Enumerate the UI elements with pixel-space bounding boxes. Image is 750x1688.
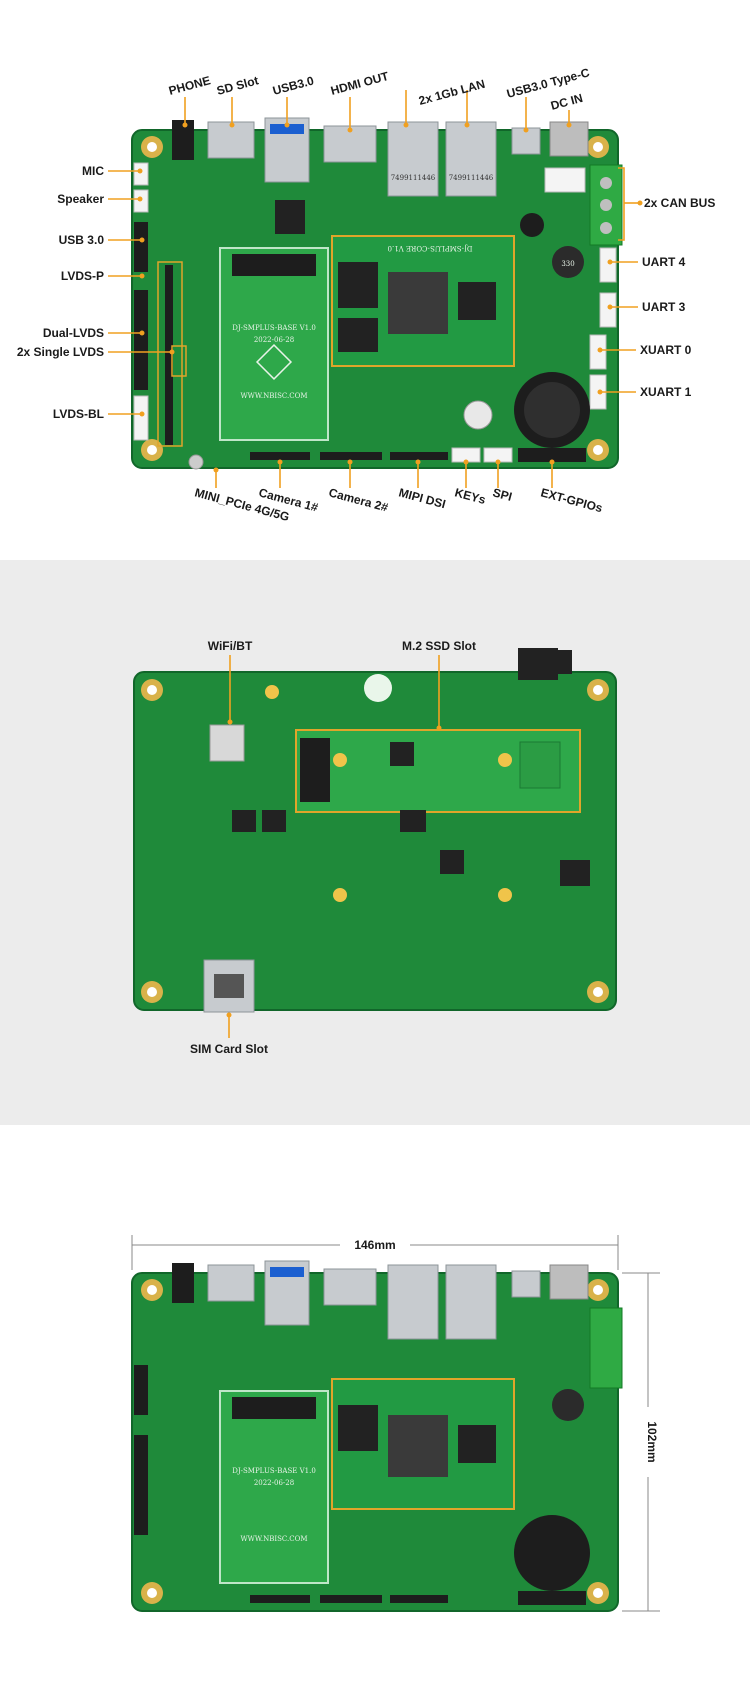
dimension-lines [131,1235,660,1612]
core-module-name: DJ-SMPLUS-CORE V1.0 [388,244,473,252]
lvds-fpc-icon [165,265,173,445]
lvds-header-icon [134,290,148,390]
base-board-name: DJ-SMPLUS-BASE V1.0 [232,1467,316,1475]
lan-port-icon [387,121,439,197]
height-dimension: 102mm [645,1421,659,1462]
camera2-fpc-icon [320,452,382,460]
mounting-hole-icon [587,1279,609,1301]
mounting-hole-icon [587,136,609,158]
bottom-callouts [226,655,442,1038]
label-xuart1: XUART 1 [640,385,692,399]
logo-icon [255,343,293,381]
width-dimension: 146mm [354,1238,395,1252]
mounting-hole-icon [141,1582,163,1604]
audio-jack-icon [172,120,194,160]
xuart0-connector-icon [589,334,607,370]
top-view-diagram: 7499111446 7499111446 DJ-SMPLUS-BASE V1.… [17,65,716,524]
top-board: 7499111446 7499111446 DJ-SMPLUS-BASE V1.… [131,117,623,470]
mounting-hole-icon [141,136,163,158]
label-xuart0: XUART 0 [640,343,692,357]
label-keys: KEYs [453,485,487,507]
label-hdmi-out: HDMI OUT [329,69,391,98]
dimension-board: DJ-SMPLUS-BASE V1.0 2022-06-28 WWW.NBISC… [131,1260,623,1612]
top-callouts [108,90,643,488]
label-wifi-bt: WiFi/BT [208,639,253,653]
lan-part-number: 7499111446 [449,174,494,182]
label-lvds-p: LVDS-P [61,269,104,283]
base-board-date: 2022-06-28 [254,1479,294,1487]
label-camera2: Camera 2# [327,485,390,514]
label-uart3: UART 3 [642,300,686,314]
base-board-url: WWW.NBISC.COM [240,392,307,400]
mounting-hole-icon [141,439,163,461]
bottom-board [133,648,617,1013]
label-lan: 2x 1Gb LAN [417,77,486,108]
mounting-hole-icon [587,679,609,701]
label-uart4: UART 4 [642,255,686,269]
label-can-bus: 2x CAN BUS [644,196,715,210]
label-dual-lvds: Dual-LVDS [43,326,104,340]
mounting-hole-icon [141,1279,163,1301]
usb-header-icon [134,222,148,272]
base-board-url: WWW.NBISC.COM [240,1535,307,1543]
lan-part-number: 7499111446 [391,174,436,182]
bottom-view-diagram: WiFi/BT M.2 SSD Slot SIM Card Slot [133,639,617,1056]
label-dc-in: DC IN [549,91,584,113]
mounting-hole-icon [587,439,609,461]
label-mipi-dsi: MIPI DSI [397,485,447,511]
bottom-view-panel: WiFi/BT M.2 SSD Slot SIM Card Slot [0,560,750,1125]
top-view-panel: 7499111446 7499111446 DJ-SMPLUS-BASE V1.… [0,0,750,560]
mic-connector-icon [133,162,149,186]
base-board-date: 2022-06-28 [254,336,294,344]
mipi-dsi-fpc-icon [390,452,448,460]
label-spi: SPI [491,485,513,504]
label-m2-ssd: M.2 SSD Slot [402,639,476,653]
label-phone: PHONE [167,73,212,98]
mounting-hole-icon [141,679,163,701]
mounting-hole-icon [141,981,163,1003]
capacitor-value: 330 [561,260,574,268]
dimension-panel: DJ-SMPLUS-BASE V1.0 2022-06-28 WWW.NBISC… [0,1125,750,1688]
label-usb30-top: USB3.0 [271,73,316,97]
ext-gpio-header-icon [518,448,586,462]
uart3-connector-icon [599,292,617,328]
mounting-hole-icon [587,1582,609,1604]
camera1-fpc-icon [250,452,310,460]
mounting-hole-icon [587,981,609,1003]
lan-port-icon [445,121,497,197]
dimension-diagram: DJ-SMPLUS-BASE V1.0 2022-06-28 WWW.NBISC… [131,1235,660,1612]
label-usb30-side: USB 3.0 [59,233,105,247]
sd-slot-icon [207,121,255,159]
label-speaker: Speaker [57,192,104,206]
label-ext-gpios: EXT-GPIOs [539,485,604,515]
dc-jack-icon [549,121,589,157]
label-single-lvds: 2x Single LVDS [17,345,104,359]
capacitor-icon [552,246,584,278]
logo-icon [364,674,392,702]
base-board-name: DJ-SMPLUS-BASE V1.0 [232,324,316,332]
label-sim-card: SIM Card Slot [190,1042,268,1056]
lvds-bl-connector-icon [133,395,149,441]
uart4-connector-icon [599,247,617,283]
hdmi-port-icon [323,125,377,163]
label-sd-slot: SD Slot [215,73,260,98]
label-lvds-bl: LVDS-BL [53,407,104,421]
wifi-module-icon [209,724,245,762]
label-mic: MIC [82,164,104,178]
